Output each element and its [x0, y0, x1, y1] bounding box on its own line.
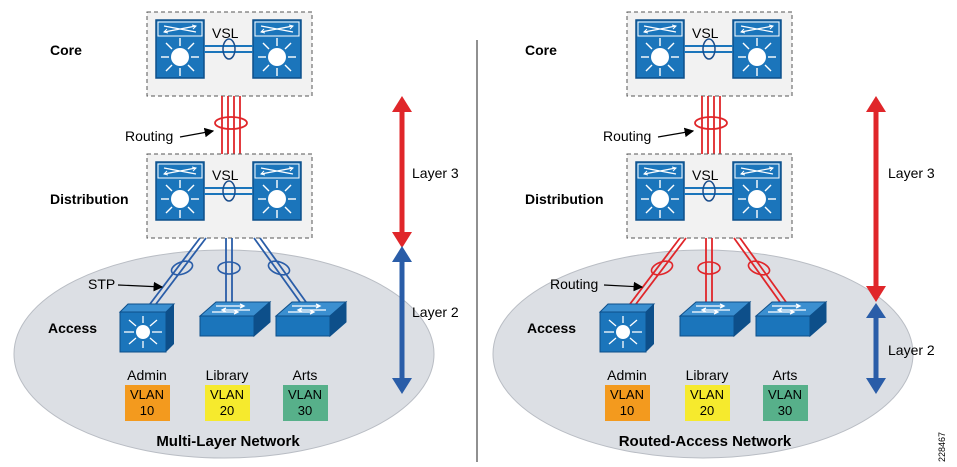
layer3-label: Layer 3	[888, 165, 935, 181]
library-name: Library	[206, 367, 249, 383]
distribution-label: Distribution	[50, 191, 129, 207]
distribution-vsl-label: VSL	[692, 167, 719, 183]
distribution-vsl-label: VSL	[212, 167, 239, 183]
vlan-10-box	[605, 385, 650, 421]
core-switch-icon	[732, 19, 782, 79]
distribution-switch-icon	[732, 161, 782, 221]
vlan-30-box	[763, 385, 808, 421]
multi-layer-network-panel: VSL Core Routing VSL Distribution	[13, 11, 459, 459]
routing-label-lower: Routing	[550, 276, 598, 292]
admin-switch-icon	[119, 303, 175, 353]
distribution-switch-icon	[635, 161, 685, 221]
vlan-word: VLAN	[130, 387, 164, 402]
routed-access-network-panel: VSL Core Routing VSL Distribution	[492, 11, 935, 459]
core-switch-icon	[155, 19, 205, 79]
core-label: Core	[525, 42, 557, 58]
vlan-number: 30	[778, 403, 792, 418]
vlan-word: VLAN	[690, 387, 724, 402]
layer3-arrow	[392, 96, 412, 248]
vlan-30-box	[283, 385, 328, 421]
core-switch-icon	[252, 19, 302, 79]
layer2-label: Layer 2	[888, 342, 935, 358]
vlan-10-box	[125, 385, 170, 421]
library-name: Library	[686, 367, 729, 383]
campus-cloud	[13, 249, 435, 459]
vlan-word: VLAN	[610, 387, 644, 402]
routing-label-upper: Routing	[603, 128, 651, 144]
arts-switch-icon	[275, 301, 347, 337]
arts-name: Arts	[293, 367, 318, 383]
distribution-label: Distribution	[525, 191, 604, 207]
figure-id: 228467	[937, 432, 947, 462]
panel-title: Multi-Layer Network	[156, 433, 300, 450]
arts-name: Arts	[773, 367, 798, 383]
vlan-number: 20	[220, 403, 234, 418]
core-vsl-label: VSL	[692, 25, 719, 41]
admin-name: Admin	[607, 367, 647, 383]
panel-title: Routed-Access Network	[619, 433, 792, 450]
access-label: Access	[48, 320, 97, 336]
vlan-number: 10	[620, 403, 634, 418]
layer2-arrow	[392, 246, 412, 394]
core-switch-icon	[635, 19, 685, 79]
library-switch-icon	[679, 301, 751, 337]
library-switch-icon	[199, 301, 271, 337]
core-vsl-label: VSL	[212, 25, 239, 41]
vlan-20-box	[205, 385, 250, 421]
layer3-arrow	[866, 96, 886, 302]
vlan-word: VLAN	[288, 387, 322, 402]
distribution-switch-icon	[252, 161, 302, 221]
layer2-label: Layer 2	[412, 304, 459, 320]
access-label: Access	[527, 320, 576, 336]
distribution-switch-icon	[155, 161, 205, 221]
admin-switch-icon	[599, 303, 655, 353]
vlan-number: 30	[298, 403, 312, 418]
layer2-arrow	[866, 303, 886, 394]
arts-switch-icon	[755, 301, 827, 337]
routing-label: Routing	[125, 128, 173, 144]
vlan-20-box	[685, 385, 730, 421]
vlan-word: VLAN	[768, 387, 802, 402]
admin-name: Admin	[127, 367, 167, 383]
layer3-label: Layer 3	[412, 165, 459, 181]
core-label: Core	[50, 42, 82, 58]
stp-label: STP	[88, 276, 115, 292]
vlan-word: VLAN	[210, 387, 244, 402]
vlan-number: 10	[140, 403, 154, 418]
vlan-number: 20	[700, 403, 714, 418]
